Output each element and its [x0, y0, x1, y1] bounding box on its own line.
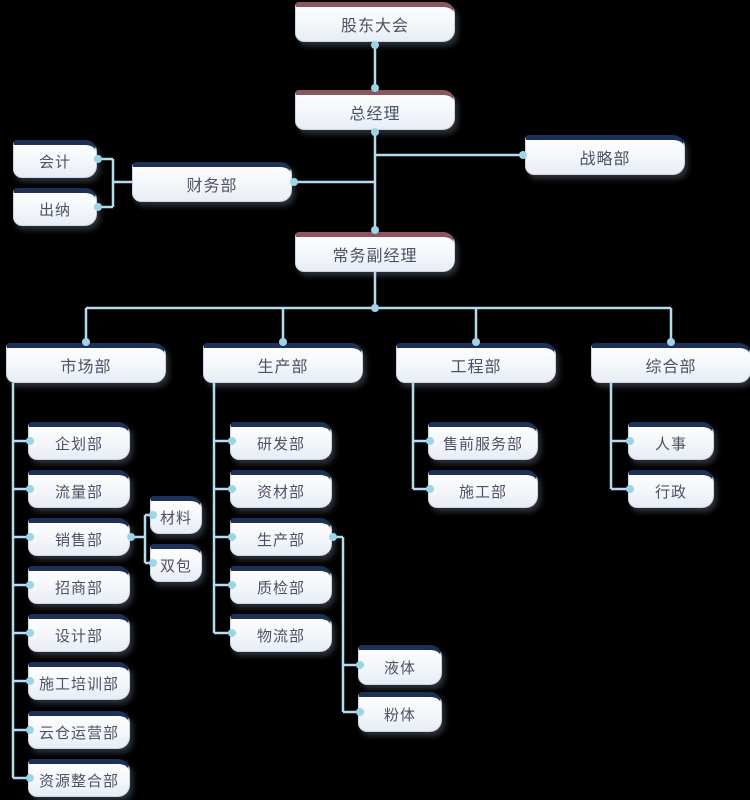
- org-node-label: 总经理: [349, 106, 401, 123]
- org-node-label: 资源整合部: [38, 772, 119, 790]
- org-node-label: 财务部: [186, 178, 238, 195]
- org-node-resource-integration[interactable]: 资源整合部: [28, 759, 130, 797]
- org-node-label: 售前服务部: [442, 435, 523, 453]
- org-node-rnd[interactable]: 研发部: [230, 422, 332, 460]
- connector-line: [84, 272, 673, 343]
- connector-dot: [371, 304, 379, 312]
- org-node-label: 流量部: [54, 483, 103, 501]
- org-node-label: 材料: [159, 509, 192, 527]
- org-node-label: 液体: [383, 659, 416, 677]
- connector-line: [130, 513, 152, 565]
- org-node-double-contract[interactable]: 双包: [150, 544, 202, 582]
- org-node-label: 战略部: [579, 151, 631, 168]
- org-node-sales[interactable]: 销售部: [28, 518, 130, 556]
- org-node-design[interactable]: 设计部: [28, 614, 130, 652]
- org-node-label: 生产部: [257, 359, 309, 376]
- org-node-presales-service[interactable]: 售前服务部: [428, 422, 538, 460]
- connector-line: [212, 383, 230, 635]
- org-node-traffic[interactable]: 流量部: [28, 470, 130, 508]
- org-node-logistics[interactable]: 物流部: [230, 614, 332, 652]
- org-node-hr[interactable]: 人事: [628, 422, 714, 460]
- org-node-cashier[interactable]: 出纳: [13, 188, 97, 226]
- connector-line: [332, 535, 358, 714]
- org-node-construction-training[interactable]: 施工培训部: [28, 662, 130, 700]
- org-node-general-manager[interactable]: 总经理: [295, 90, 455, 130]
- org-node-finance[interactable]: 财务部: [132, 162, 292, 202]
- org-node-label: 会计: [38, 153, 71, 171]
- org-node-planning[interactable]: 企划部: [28, 422, 130, 460]
- org-node-label: 云仓运营部: [38, 724, 119, 742]
- org-node-merchant[interactable]: 招商部: [28, 566, 130, 604]
- org-node-label: 施工培训部: [38, 675, 119, 693]
- org-node-label: 常务副经理: [332, 248, 418, 265]
- org-node-label: 人事: [654, 435, 687, 453]
- connector-dot: [371, 41, 379, 49]
- org-node-production-sub[interactable]: 生产部: [230, 518, 332, 556]
- org-node-cloud-warehouse-ops[interactable]: 云仓运营部: [28, 711, 130, 749]
- org-node-label: 质检部: [256, 579, 305, 597]
- org-node-label: 市场部: [60, 359, 112, 376]
- org-node-admin[interactable]: 行政: [628, 470, 714, 508]
- org-node-label: 设计部: [54, 627, 103, 645]
- connector-line: [411, 383, 428, 491]
- org-node-label: 综合部: [645, 359, 697, 376]
- org-node-construction[interactable]: 施工部: [428, 470, 538, 508]
- org-node-supplies[interactable]: 资材部: [230, 470, 332, 508]
- org-node-label: 物流部: [256, 627, 305, 645]
- org-node-powder[interactable]: 粉体: [358, 692, 442, 732]
- org-node-marketing[interactable]: 市场部: [6, 343, 166, 383]
- org-node-label: 招商部: [54, 579, 103, 597]
- org-node-label: 销售部: [54, 531, 103, 549]
- org-node-engineering[interactable]: 工程部: [396, 343, 556, 383]
- connector-line: [11, 383, 28, 780]
- org-node-liquid[interactable]: 液体: [358, 645, 442, 685]
- org-node-label: 股东大会: [340, 18, 409, 35]
- org-node-label: 工程部: [450, 359, 502, 376]
- org-node-general-affairs[interactable]: 综合部: [591, 343, 750, 383]
- org-node-label: 行政: [654, 483, 687, 501]
- org-node-label: 双包: [159, 557, 192, 575]
- org-node-label: 资材部: [256, 483, 305, 501]
- org-node-deputy-gm[interactable]: 常务副经理: [295, 232, 455, 272]
- org-node-strategy[interactable]: 战略部: [525, 135, 685, 175]
- org-node-materials[interactable]: 材料: [150, 496, 202, 534]
- org-node-accounting[interactable]: 会计: [13, 140, 97, 178]
- org-node-label: 出纳: [38, 201, 71, 219]
- org-node-label: 企划部: [54, 435, 103, 453]
- org-node-label: 施工部: [458, 483, 507, 501]
- org-node-quality[interactable]: 质检部: [230, 566, 332, 604]
- org-node-label: 研发部: [256, 435, 305, 453]
- org-node-label: 粉体: [383, 706, 416, 724]
- org-node-label: 生产部: [256, 531, 305, 549]
- connector-line: [97, 157, 132, 209]
- org-node-production[interactable]: 生产部: [203, 343, 363, 383]
- connector-line: [609, 383, 628, 491]
- org-node-shareholders[interactable]: 股东大会: [295, 2, 455, 42]
